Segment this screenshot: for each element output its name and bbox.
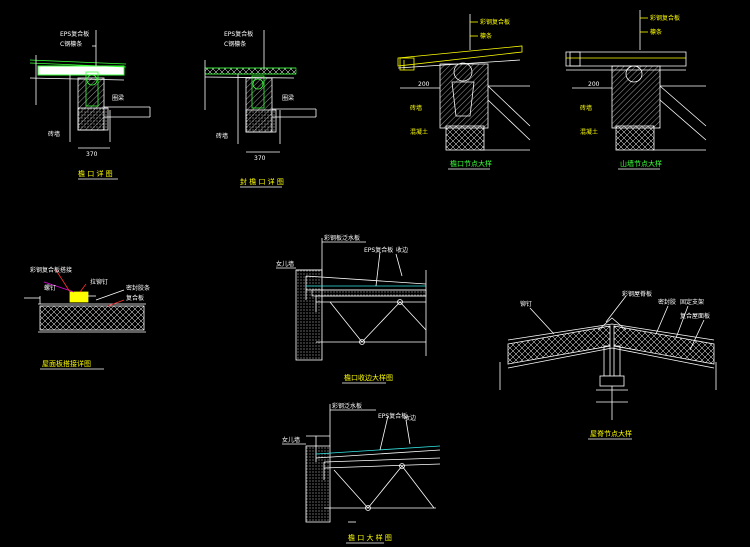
d8-label-0: 女儿墙 xyxy=(282,436,300,444)
d1-label-3: 圈梁 xyxy=(112,94,124,102)
d1-label-0: EPS复合板 xyxy=(60,30,89,38)
d3-label-4: 混凝土 xyxy=(410,128,428,136)
d6-label-0: 女儿墙 xyxy=(276,260,294,268)
d4-caption: 山墙节点大样 xyxy=(620,159,662,168)
parapet-wall-6 xyxy=(295,269,323,361)
d4-dim: 200 xyxy=(588,81,600,88)
d1-dim: 370 xyxy=(86,151,98,158)
d3-dim: 200 xyxy=(418,81,430,88)
d7-label-3: 固定支架 xyxy=(680,298,704,306)
d5-caption: 屋面板搭接详图 xyxy=(42,359,91,368)
d8-caption: 檐 口 大 样 图 xyxy=(348,533,392,542)
d3-label-0: 彩钢复合板 xyxy=(480,18,510,26)
detail-gable-node: 彩钢复合板 檩条 200 砖墙 混凝土 山墙节点大样 xyxy=(565,10,707,170)
d3-label-3: 砖墙 xyxy=(410,104,422,112)
d5-label-4: 复合板 xyxy=(126,294,144,302)
detail-eave-2: EPS复合板 C钢檩条 砖墙 圈梁 370 封 檐 口 详 图 xyxy=(204,30,317,188)
detail-panel-lap: 彩钢复合板搭接 拉铆钉 螺钉 密封胶条 复合板 屋面板搭接详图 xyxy=(24,266,150,370)
d7-label-2: 密封胶 xyxy=(658,298,676,306)
d5-label-1: 拉铆钉 xyxy=(90,278,108,286)
d2-caption: 封 檐 口 详 图 xyxy=(240,177,284,186)
sandwich-panel-5 xyxy=(39,305,145,331)
d3-caption: 檐口节点大样 xyxy=(450,159,492,168)
parapet-wall-8 xyxy=(305,445,331,523)
d7-label-1: 彩钢屋脊板 xyxy=(622,290,652,298)
d4-label-3: 砖墙 xyxy=(580,104,592,112)
d4-label-1: 檩条 xyxy=(650,28,662,36)
d3-label-1: 檩条 xyxy=(480,32,492,40)
detail-parapet-2: 女儿墙 EPS复合板 收边 彩钢泛水板 檐 口 大 样 图 xyxy=(282,402,441,544)
d5-label-0: 彩钢复合板搭接 xyxy=(30,266,72,274)
d4-label-4: 混凝土 xyxy=(580,128,598,136)
d7-label-0: 铆钉 xyxy=(520,300,532,308)
d1-caption: 檐 口 详 图 xyxy=(78,169,113,178)
d2-label-2: 砖墙 xyxy=(216,132,228,140)
ring-beam-2 xyxy=(245,109,277,133)
d5-label-2: 螺钉 xyxy=(44,284,56,292)
d6-caption: 檐口收边大样图 xyxy=(344,373,393,382)
detail-ridge-node: 铆钉 彩钢屋脊板 密封胶 固定支架 复合屋面板 屋脊节点大样 xyxy=(499,290,717,440)
d8-label-3: 彩钢泛水板 xyxy=(332,402,362,410)
d7-label-4: 复合屋面板 xyxy=(680,312,710,320)
d2-label-1: C钢檩条 xyxy=(224,40,246,48)
d6-label-2: 收边 xyxy=(396,246,408,254)
detail-eave-1: EPS复合板 C钢檩条 砖墙 圈梁 370 檐 口 详 图 xyxy=(29,30,151,180)
detail-eave-node: 彩钢复合板 檩条 200 砖墙 混凝土 檐口节点大样 xyxy=(397,14,531,170)
ring-beam-1 xyxy=(77,107,109,131)
wall-4 xyxy=(611,65,661,129)
lap-seal xyxy=(69,291,89,303)
d2-dim: 370 xyxy=(254,155,266,162)
d6-label-3: 彩钢板泛水板 xyxy=(324,234,360,242)
wall-base-4 xyxy=(615,125,655,151)
wall-base-3 xyxy=(445,125,485,151)
ridge-panel-right xyxy=(613,325,715,365)
d2-label-3: 圈梁 xyxy=(282,94,294,102)
d2-label-0: EPS复合板 xyxy=(224,30,253,38)
ridge-support xyxy=(599,375,625,387)
d4-label-0: 彩钢复合板 xyxy=(650,14,680,22)
detail-parapet-1: 女儿墙 EPS复合板 收边 彩钢板泛水板 檐口收边大样图 xyxy=(276,234,427,384)
roof-panel-1 xyxy=(37,65,125,76)
d1-label-1: C钢檩条 xyxy=(60,40,82,48)
d8-label-1: EPS复合板 xyxy=(378,412,407,420)
d1-label-2: 砖墙 xyxy=(48,130,60,138)
d8-label-2: 收边 xyxy=(404,414,416,422)
wall-3 xyxy=(439,63,489,129)
d7-caption: 屋脊节点大样 xyxy=(590,429,632,438)
d6-label-1: EPS复合板 xyxy=(364,246,393,254)
d5-label-3: 密封胶条 xyxy=(126,284,150,292)
